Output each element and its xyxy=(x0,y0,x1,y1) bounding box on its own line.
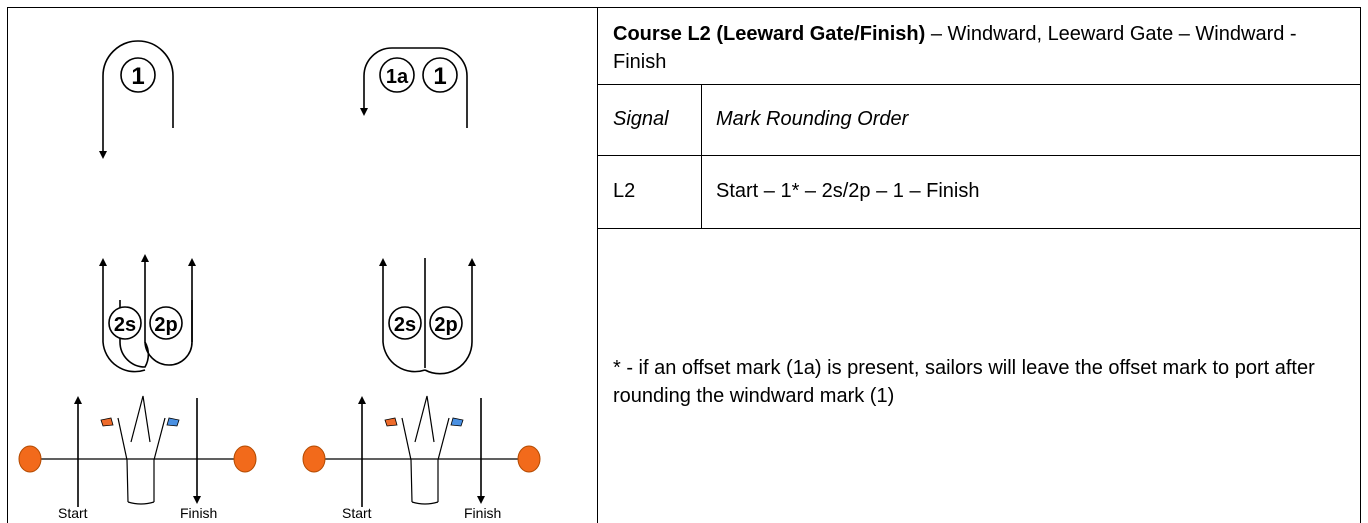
mark-2s-label: 2s xyxy=(394,314,416,336)
course-table xyxy=(7,7,1361,523)
committee-buoy xyxy=(517,445,541,473)
start-label: Start xyxy=(342,505,372,521)
table-divider-main xyxy=(597,7,598,523)
mark-1-circle xyxy=(120,57,156,93)
column-divider-signal xyxy=(701,84,702,228)
offset-mark-note: * - if an offset mark (1a) is present, s… xyxy=(613,357,1315,407)
course-title-rest: – Windward, Leeward Gate – Windward - Fi… xyxy=(613,23,1297,73)
start-label: Start xyxy=(58,505,88,521)
row-signal-l2: L2 xyxy=(613,180,636,202)
gate-path-port xyxy=(144,300,193,366)
windward-rounding-diagram-left: 1 xyxy=(99,40,174,159)
start-finish-diagram-right: Start Finish xyxy=(302,395,541,521)
start-finish-diagram-left: Start Finish xyxy=(18,395,257,521)
mark-2s-label: 2s xyxy=(114,314,136,336)
rounding-path xyxy=(99,40,174,159)
row-divider-l2 xyxy=(597,228,1361,229)
row-mark-order-l2: Start – 1* – 2s/2p – 1 – Finish xyxy=(716,180,980,202)
course-title-bold: Course L2 (Leeward Gate/Finish) xyxy=(613,23,926,45)
mark-2s-circle xyxy=(108,306,142,340)
mark-1a-label: 1a xyxy=(386,66,409,88)
course-title: Course L2 (Leeward Gate/Finish) – Windwa… xyxy=(613,20,1343,76)
mark-2p-label: 2p xyxy=(434,314,457,336)
row-divider-header xyxy=(597,155,1361,156)
mark-1a-circle xyxy=(379,57,415,93)
committee-buoy xyxy=(233,445,257,473)
flag-orange-icon xyxy=(384,417,398,427)
course-diagrams: 1 1a 1 2s 2p 2s 2p xyxy=(18,40,541,521)
mark-1-label: 1 xyxy=(131,63,144,90)
flag-blue-icon xyxy=(166,417,180,427)
committee-boat-hull xyxy=(117,395,166,503)
mark-1-circle xyxy=(422,57,458,93)
mark-2p-circle xyxy=(149,306,183,340)
flag-orange-icon xyxy=(100,417,114,427)
row-divider-title xyxy=(597,84,1361,85)
finish-label: Finish xyxy=(180,505,217,521)
header-mark-rounding-order: Mark Rounding Order xyxy=(716,108,909,130)
leeward-gate-diagram-right: 2s 2p xyxy=(379,258,476,375)
pin-buoy xyxy=(18,445,42,473)
committee-boat-hull xyxy=(401,395,450,503)
gate-path-starboard xyxy=(119,254,150,368)
leeward-gate-diagram-left: 2s 2p xyxy=(99,254,196,373)
mark-2p-label: 2p xyxy=(154,314,177,336)
mark-2p-circle xyxy=(429,306,463,340)
mark-2s-circle xyxy=(388,306,422,340)
mark-1-label: 1 xyxy=(433,63,446,90)
flag-blue-icon xyxy=(450,417,464,427)
pin-buoy xyxy=(302,445,326,473)
header-signal: Signal xyxy=(613,108,669,130)
rounding-path-offset xyxy=(360,47,468,128)
windward-offset-rounding-diagram: 1a 1 xyxy=(360,47,468,128)
finish-label: Finish xyxy=(464,505,501,521)
